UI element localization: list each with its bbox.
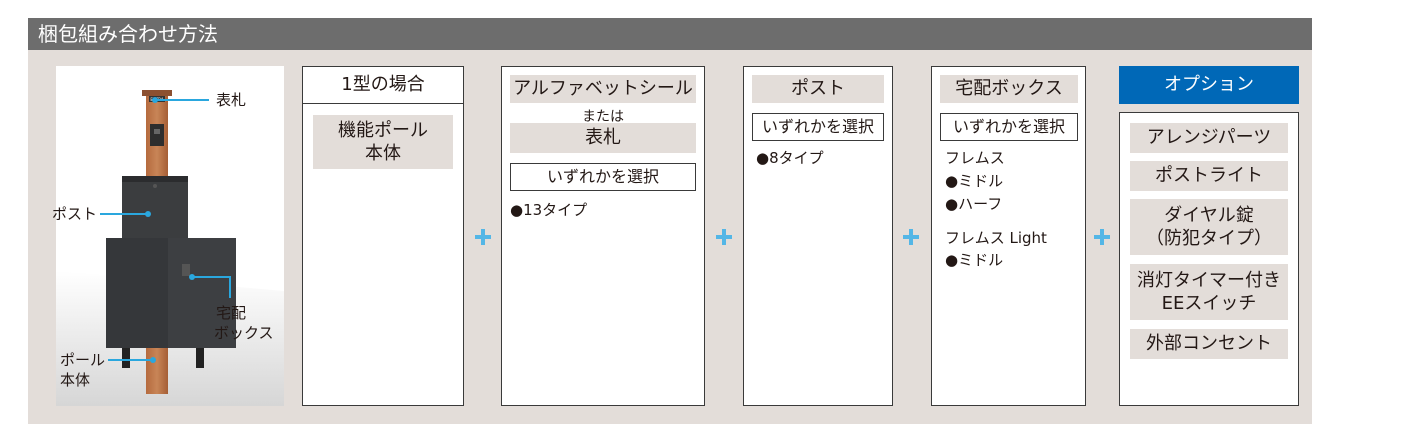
options-header: オプション [1119,66,1299,104]
column-parcel-line-4: フレムス Light [945,229,1047,247]
option-item-post-light: ポストライト [1130,161,1288,191]
option-item-arrange-parts: アレンジパーツ [1130,123,1288,153]
callout-label-parcel-2: ボックス [214,324,274,342]
callout-label-pole-2: 本体 [60,371,91,389]
plus-icon-2 [716,229,732,245]
column-post-types: ●8タイプ [756,149,824,167]
column-parcel-title: 宅配ボックス [940,75,1078,103]
callout-label-post: ポスト [52,205,98,223]
column-parcel-line-3: ●ハーフ [945,195,1003,213]
callout-label-nameplate: 表札 [216,91,247,109]
column-parcel-line-2: ●ミドル [945,172,1004,190]
plus-icon-1 [475,229,491,245]
column-nameplate-types: ●13タイプ [510,201,588,219]
column-type1: 1型の場合 機能ポール 本体 [302,66,464,406]
option-item-timer-switch: 消灯タイマー付き EEスイッチ [1130,264,1288,320]
column-parcel-line-1: フレムス [945,149,1005,167]
column-parcel-box: 宅配ボックス いずれかを選択 フレムス ●ミドル ●ハーフ フレムス Light… [931,66,1086,406]
callout-line-parcel-v [229,276,231,298]
column-type1-divider [303,103,463,104]
plus-icon-3 [903,229,919,245]
product-illustration: ENTRA [56,90,284,406]
column-type1-title: 1型の場合 [341,74,425,95]
option-item-outlet: 外部コンセント [1130,329,1288,359]
callout-dot-pole [150,357,156,363]
callout-dot-post [145,211,151,217]
column-parcel-select: いずれかを選択 [940,113,1078,141]
product-photo: ENTRA [56,66,284,406]
column-post: ポスト いずれかを選択 ●8タイプ [743,66,893,406]
section-title: 梱包組み合わせ方法 [38,22,218,46]
section-header: 梱包組み合わせ方法 [28,18,1312,50]
callout-label-pole-1: ポール [60,351,106,369]
callout-line-pole [108,359,152,361]
column-type1-item: 機能ポール 本体 [313,115,453,169]
options-column: アレンジパーツ ポストライト ダイヤル錠 （防犯タイプ） 消灯タイマー付き EE… [1119,112,1299,406]
option-item-dial-lock: ダイヤル錠 （防犯タイプ） [1130,199,1288,255]
callout-line-nameplate [155,99,209,101]
column-parcel-line-5: ●ミドル [945,251,1004,269]
column-nameplate-or: または [582,109,624,125]
plus-icon-4 [1094,229,1110,245]
column-nameplate-title: アルファベットシール [510,75,696,103]
callout-label-parcel-1: 宅配 [216,304,247,322]
column-post-title: ポスト [752,75,884,103]
column-nameplate-item: 表札 [510,123,696,153]
callout-line-parcel-h [192,276,230,278]
column-post-select: いずれかを選択 [752,113,884,141]
column-nameplate: アルファベットシール または 表札 いずれかを選択 ●13タイプ [501,66,705,406]
callout-line-post [100,213,148,215]
column-nameplate-select: いずれかを選択 [510,163,696,191]
